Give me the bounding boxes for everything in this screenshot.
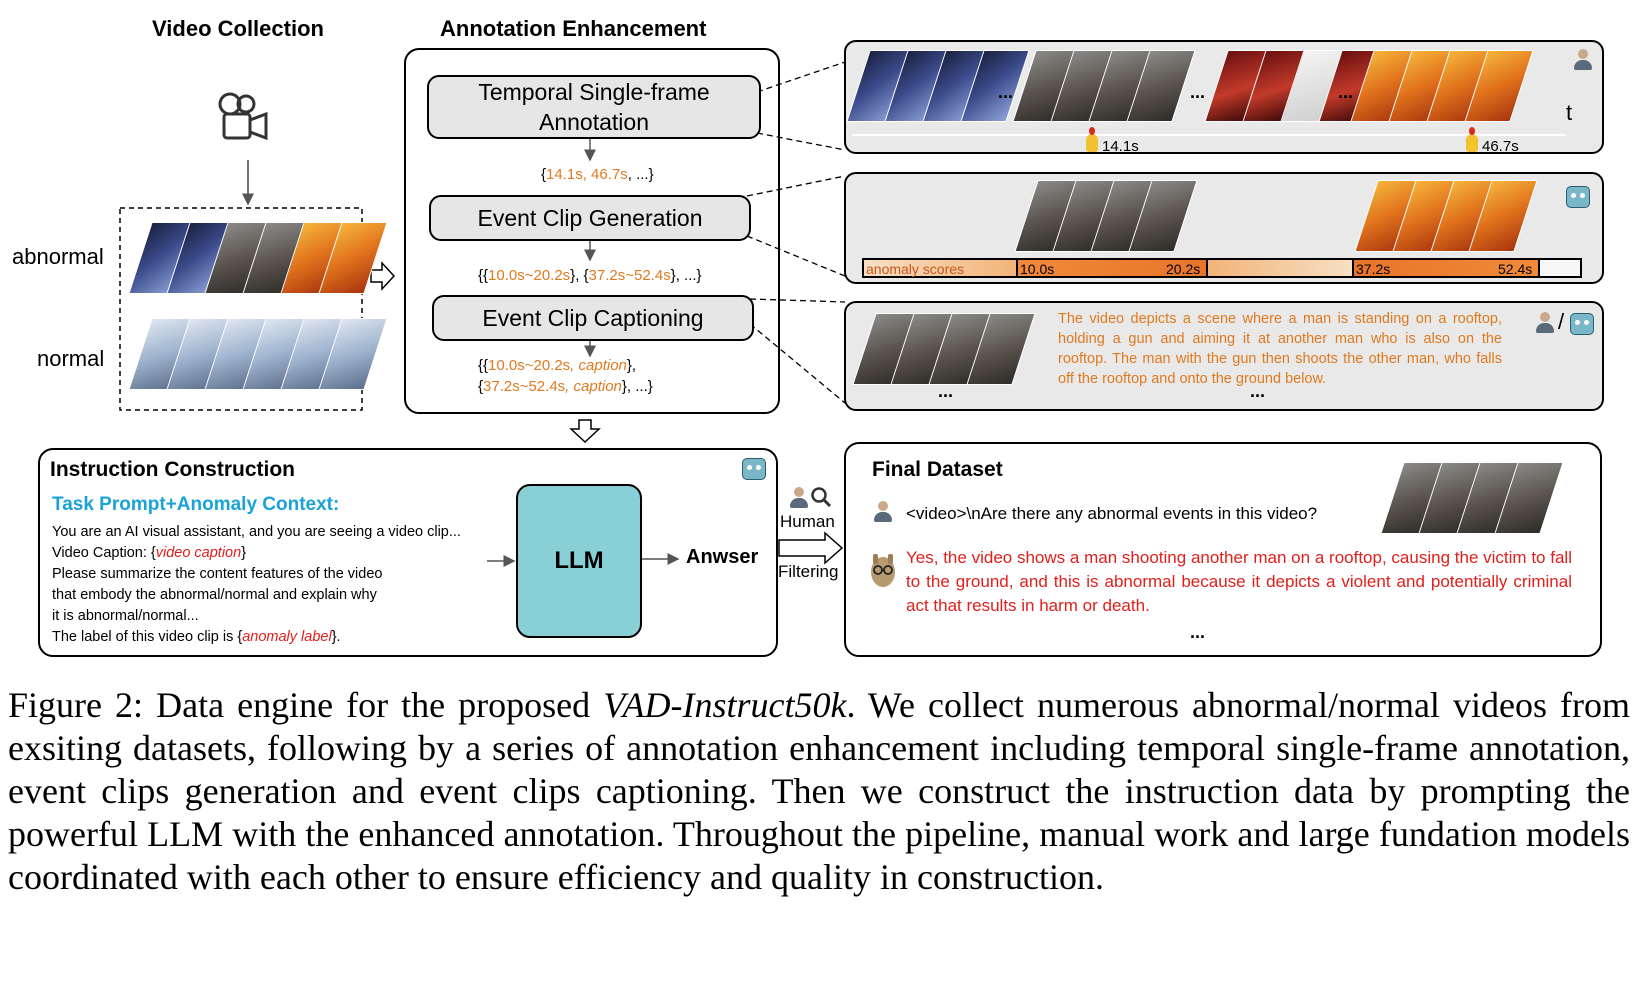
normal-label: normal bbox=[37, 346, 105, 371]
annotation-enhancement-title: Annotation Enhancement bbox=[440, 16, 707, 41]
user-icon bbox=[872, 500, 894, 522]
prompt-line: You are an AI visual assistant, and you … bbox=[52, 524, 461, 540]
timeline-axis bbox=[852, 134, 1566, 136]
answer-label: Anwser bbox=[686, 546, 759, 568]
caption-panel: ... The video depicts a scene where a ma… bbox=[844, 301, 1604, 411]
final-dataset-box bbox=[844, 442, 1602, 657]
slash-separator: / bbox=[1558, 309, 1565, 334]
caption-ellipsis-2: ... bbox=[1250, 381, 1266, 401]
step3-output-line2: {37.2s~52.4s, caption}, ...} bbox=[478, 378, 653, 395]
annotation-enhancement-box bbox=[404, 48, 780, 414]
filtering-label: Filtering bbox=[778, 562, 839, 581]
prompt-line: that embody the abnormal/normal and expl… bbox=[52, 587, 377, 603]
video-collection-title: Video Collection bbox=[152, 16, 324, 41]
robot-icon bbox=[742, 458, 766, 480]
clip-caption-text: The video depicts a scene where a man is… bbox=[1058, 311, 1502, 387]
arrow-to-instruction bbox=[569, 419, 601, 444]
step1-output: {14.1s, 46.7s, ...} bbox=[541, 166, 654, 183]
prompt-line: Video Caption: {video caption} bbox=[52, 545, 247, 561]
final-frames bbox=[1380, 462, 1564, 534]
scores-panel: anomaly scores 10.0s 20.2s 37.2s 52.4s bbox=[844, 172, 1604, 284]
timeline-t-label: t bbox=[1566, 100, 1573, 125]
robot-icon bbox=[1570, 313, 1594, 335]
marker-icon bbox=[1086, 127, 1098, 152]
step-event-clip-generation: Event Clip Generation bbox=[429, 195, 751, 241]
marker-icon bbox=[1466, 127, 1478, 152]
arrow-to-enhancement bbox=[370, 261, 396, 291]
timeline-frames bbox=[846, 50, 1030, 122]
human-annotator-icon bbox=[1572, 48, 1594, 70]
task-prompt-title: Task Prompt+Anomaly Context: bbox=[52, 494, 340, 515]
step-event-clip-captioning: Event Clip Captioning bbox=[432, 295, 754, 341]
connector-layer bbox=[38, 48, 1602, 657]
seg2-end-label: 52.4s bbox=[1498, 261, 1533, 277]
prompt-line: Please summarize the content features of… bbox=[52, 566, 383, 582]
camera-icon bbox=[218, 92, 268, 141]
final-dataset-title: Final Dataset bbox=[872, 458, 1003, 481]
llm-block: LLM bbox=[516, 484, 642, 638]
anomaly-scores-label: anomaly scores bbox=[866, 261, 965, 277]
marker2-label: 46.7s bbox=[1482, 138, 1519, 154]
seg1-start-label: 10.0s bbox=[1020, 261, 1055, 277]
question-text: <video>\nAre there any abnormal events i… bbox=[906, 504, 1318, 523]
video-collection-box bbox=[119, 207, 363, 411]
prompt-text: You are an AI visual assistant, and you … bbox=[52, 522, 461, 648]
instruction-title: Instruction Construction bbox=[50, 458, 295, 481]
robot-icon bbox=[1566, 186, 1590, 208]
instruction-box bbox=[38, 448, 778, 657]
figure-caption: Figure 2: Data engine for the proposed V… bbox=[8, 685, 1631, 897]
abnormal-label: abnormal bbox=[12, 244, 104, 269]
step3-output-line1: {{10.0s~20.2s, caption}, bbox=[478, 357, 637, 374]
anomaly-score-bar: anomaly scores 10.0s 20.2s 37.2s 52.4s bbox=[862, 258, 1582, 278]
prompt-line: it is abnormal/normal... bbox=[52, 608, 199, 624]
final-ellipsis: ... bbox=[1190, 622, 1206, 642]
magnifier-icon bbox=[811, 487, 832, 508]
step-temporal-annotation: Temporal Single-frame Annotation bbox=[427, 75, 761, 139]
timeline-ellipsis-1: ... bbox=[998, 82, 1014, 102]
prompt-line: The label of this video clip is {anomaly… bbox=[52, 629, 341, 645]
filtering-human-label: Human bbox=[780, 512, 835, 531]
answer-text: Yes, the video shows a man shooting anot… bbox=[906, 548, 1572, 615]
seg2-start-label: 37.2s bbox=[1356, 261, 1391, 277]
arrow-to-final bbox=[778, 531, 844, 565]
human-annotator-icon bbox=[788, 486, 810, 508]
timeline-ellipsis-2: ... bbox=[1190, 82, 1206, 102]
marker1-label: 14.1s bbox=[1102, 138, 1139, 154]
caption-ellipsis-1: ... bbox=[938, 381, 954, 401]
step2-output: {{10.0s~20.2s}, {37.2s~52.4s}, ...} bbox=[478, 267, 702, 284]
llama-icon bbox=[871, 554, 895, 587]
normal-frames bbox=[128, 318, 388, 390]
abnormal-frames bbox=[128, 222, 388, 294]
seg1-end-label: 20.2s bbox=[1166, 261, 1201, 277]
timeline-ellipsis-3: ... bbox=[1338, 82, 1354, 102]
timeline-panel: ... ... ... t 14.1s 46.7s bbox=[844, 40, 1604, 154]
human-annotator-icon bbox=[1534, 311, 1556, 333]
